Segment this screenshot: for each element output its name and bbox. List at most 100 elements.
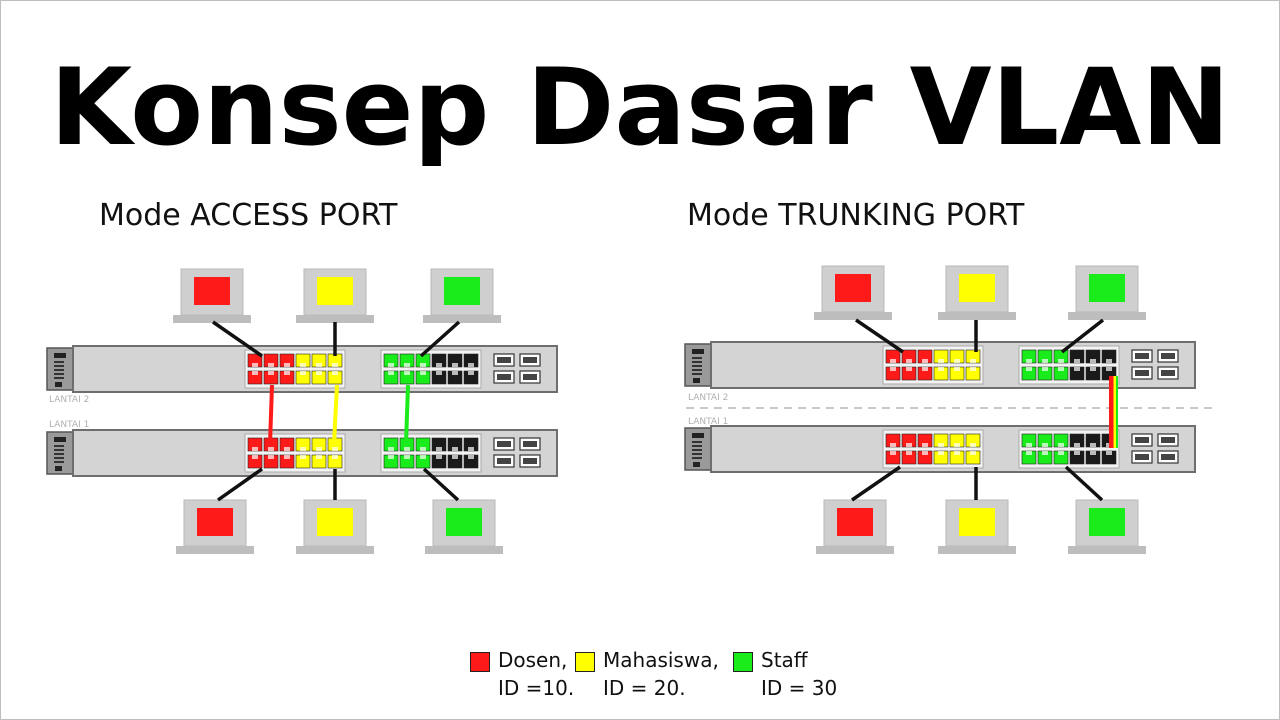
status-led [55, 382, 62, 387]
laptop-base [1068, 312, 1146, 320]
laptop-base [176, 546, 254, 554]
port-notch [1074, 359, 1080, 363]
port-notch [1090, 367, 1096, 371]
sfp-module [1161, 353, 1175, 359]
port-notch [252, 455, 258, 459]
vlan-color-screen [317, 508, 353, 536]
sfp-module [1135, 353, 1149, 359]
sfp-module [497, 374, 511, 380]
port-notch [922, 367, 928, 371]
port-notch [452, 363, 458, 367]
laptop-base [814, 312, 892, 320]
port-notch [1026, 367, 1032, 371]
vlan-color-screen [197, 508, 233, 536]
sfp-module [1161, 437, 1175, 443]
port-notch [284, 363, 290, 367]
port-notch [890, 443, 896, 447]
port-notch [300, 363, 306, 367]
port-notch [388, 455, 394, 459]
port-notch [404, 447, 410, 451]
port-notch [268, 371, 274, 375]
legend-name: Staff [761, 648, 808, 672]
vlan-color-screen [1089, 508, 1125, 536]
legend-swatch-green [733, 652, 753, 672]
port-notch [268, 455, 274, 459]
port-notch [938, 451, 944, 455]
port-notch [300, 447, 306, 451]
cable [422, 467, 460, 502]
port-notch [938, 359, 944, 363]
status-led [55, 466, 62, 471]
laptop-base [938, 312, 1016, 320]
status-led [692, 357, 702, 359]
port-notch [922, 451, 928, 455]
status-led [54, 373, 64, 375]
floor-label-lantai1: LANTAI 1 [49, 420, 89, 430]
port-notch [332, 455, 338, 459]
legend-id: ID =10. [498, 676, 575, 700]
vlan-color-screen [444, 277, 480, 305]
status-led [54, 453, 64, 455]
port-notch [404, 371, 410, 375]
port-notch [1058, 367, 1064, 371]
status-led [692, 453, 702, 455]
sfp-module [1135, 454, 1149, 460]
sfp-module [1161, 370, 1175, 376]
sfp-module [497, 458, 511, 464]
laptop-staff-top [1068, 265, 1146, 320]
vlan-color-screen [317, 277, 353, 305]
status-led [692, 349, 704, 354]
laptop-base [423, 315, 501, 323]
laptop-base [816, 546, 894, 554]
laptop-base [296, 315, 374, 323]
port-notch [332, 371, 338, 375]
port-notch [420, 363, 426, 367]
port-notch [954, 359, 960, 363]
laptop-base [173, 315, 251, 323]
legend-name: Mahasiswa, [603, 648, 719, 672]
port-notch [938, 443, 944, 447]
port-notch [1074, 451, 1080, 455]
cable [1064, 465, 1104, 502]
cable [855, 318, 904, 354]
status-led [54, 369, 64, 371]
laptop-screen [432, 499, 496, 547]
status-led [692, 457, 702, 459]
access-link-green [404, 384, 410, 445]
sfp-module [523, 357, 537, 363]
switch-lantai2-access-sfp [493, 353, 541, 384]
port-notch [388, 363, 394, 367]
cable [419, 320, 461, 358]
laptop-base [296, 546, 374, 554]
laptop-mahasiswa-bottom [938, 499, 1016, 554]
status-led [692, 369, 702, 371]
port-notch [970, 367, 976, 371]
port-notch [1090, 443, 1096, 447]
sfp-module [497, 357, 511, 363]
page-title: Konsep Dasar VLAN [50, 46, 1230, 169]
status-led [54, 457, 64, 459]
sfp-module [523, 441, 537, 447]
status-led [693, 462, 700, 467]
access-link-red [268, 384, 274, 445]
port-notch [252, 371, 258, 375]
port-notch [1042, 443, 1048, 447]
access-mode-label: Mode ACCESS PORT [99, 198, 398, 233]
port-notch [404, 363, 410, 367]
port-notch [1074, 443, 1080, 447]
laptop-mahasiswa-bottom [296, 499, 374, 554]
port-notch [468, 363, 474, 367]
port-notch [468, 371, 474, 375]
port-notch [890, 451, 896, 455]
port-notch [1042, 359, 1048, 363]
status-led [54, 353, 66, 358]
cable [1060, 318, 1105, 354]
status-led [54, 461, 64, 463]
switch-lantai1-trunk-sfp [1131, 433, 1179, 464]
port-notch [332, 363, 338, 367]
switch-lantai1-trunk-ports-vlan [882, 429, 984, 469]
switch-lantai2-trunk-ports-vlan [882, 345, 984, 385]
port-notch [452, 371, 458, 375]
port-notch [452, 455, 458, 459]
